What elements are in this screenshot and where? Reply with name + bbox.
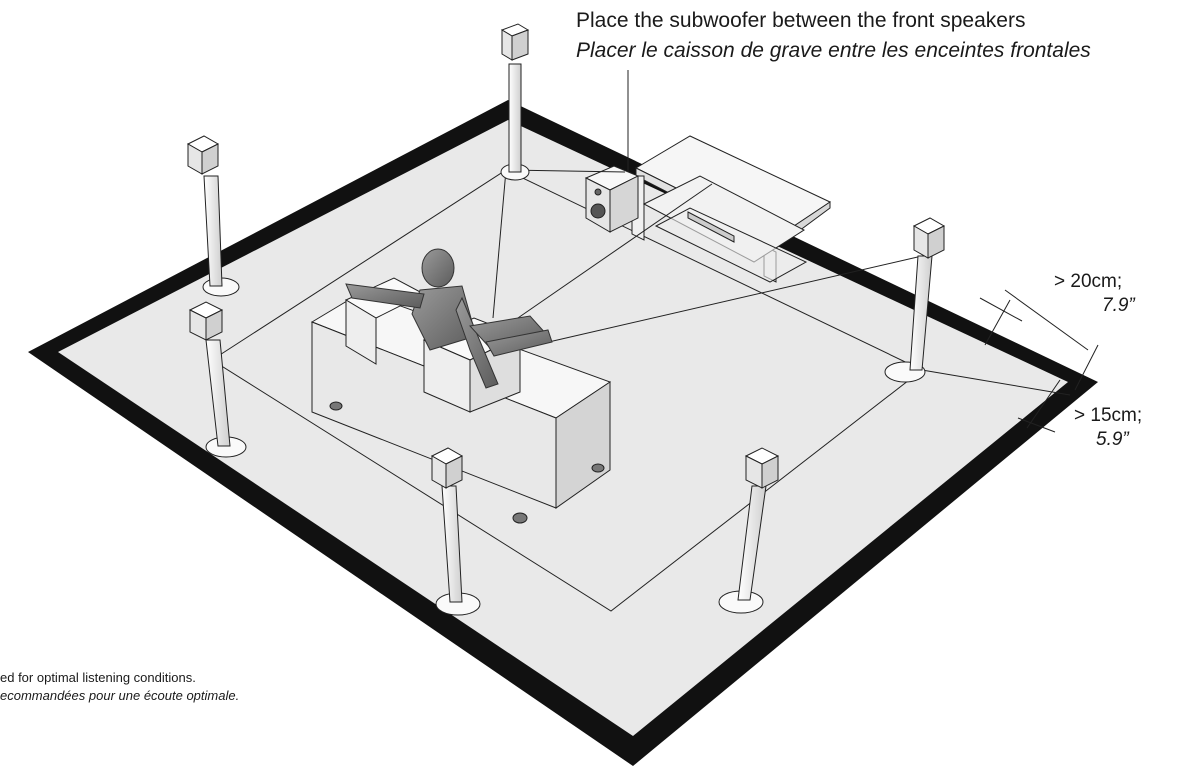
wall-clearance-inches: 7.9” xyxy=(1102,294,1135,317)
footer-note-fr: ecommandées pour une écoute optimale. xyxy=(0,688,239,704)
subwoofer-callout-fr: Placer le caisson de grave entre les enc… xyxy=(576,38,1091,63)
wall-clearance-label: > 20cm; xyxy=(1054,270,1122,293)
side-clearance-inches: 5.9” xyxy=(1096,428,1129,451)
subwoofer-callout-en: Place the subwoofer between the front sp… xyxy=(576,8,1025,33)
footer-note-en: ed for optimal listening conditions. xyxy=(0,670,196,686)
side-clearance-label: > 15cm; xyxy=(1074,404,1142,427)
subwoofer xyxy=(586,166,638,232)
